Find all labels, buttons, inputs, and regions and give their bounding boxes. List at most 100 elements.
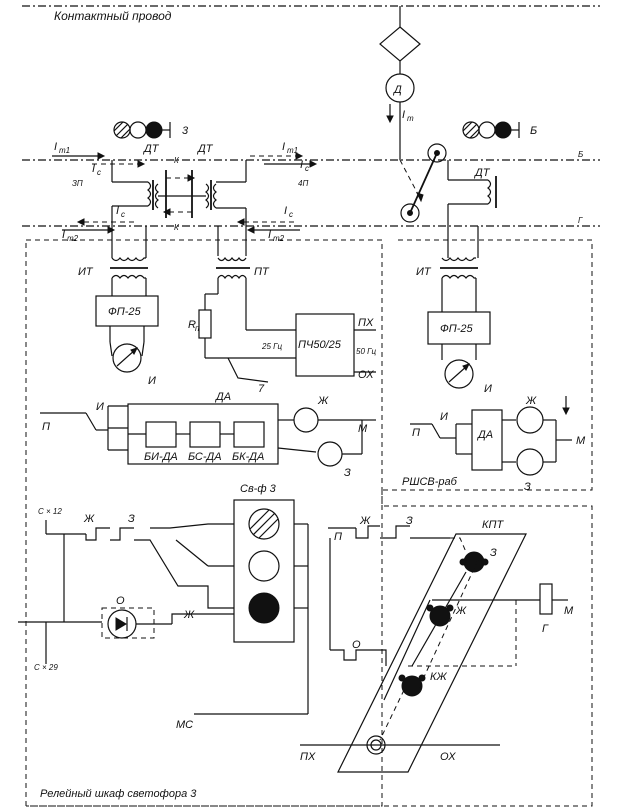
i-a-label: И <box>96 401 104 413</box>
fp25-b-label: ФП-25 <box>440 323 473 335</box>
it-motor-sub: т <box>407 114 414 123</box>
da-small-block <box>471 409 503 471</box>
signal-lamp-panel <box>233 499 295 643</box>
it-b-label: ИТ <box>416 266 432 278</box>
rshsv-label: РШСВ-раб <box>402 476 458 488</box>
zh-d-label: Ж <box>183 609 195 621</box>
relay-z <box>459 551 489 573</box>
bi-da-box <box>145 421 177 448</box>
ic-mid: I <box>300 159 303 171</box>
it1-left: I <box>54 141 57 153</box>
kpt-track-circuit-frame <box>337 533 527 773</box>
f25-label: 25 Гц <box>261 342 282 351</box>
dt2-label: ДТ <box>196 143 214 155</box>
p-a-label: П <box>42 421 50 433</box>
c12-label: С × 12 <box>38 507 62 516</box>
z-f-label: З <box>490 547 497 559</box>
rp-sub: п <box>195 324 200 333</box>
ic-low-left-sub: c <box>121 210 125 219</box>
zh-a-label: Ж <box>317 395 329 407</box>
lamp-zh-a <box>293 407 319 433</box>
zh-b-label: Ж <box>525 395 537 407</box>
lamp-black <box>248 592 280 624</box>
rail-g-label: Г <box>578 216 583 225</box>
px-bot-label: ПХ <box>300 751 316 763</box>
meter-a <box>112 343 142 373</box>
m-a-label: М <box>358 423 368 435</box>
k-top: К <box>174 156 180 165</box>
it-motor-label: I <box>402 109 405 121</box>
p-c-label: П <box>334 531 342 543</box>
resistor-rp <box>198 309 212 339</box>
it2-mid: I <box>268 229 271 241</box>
meter-b-label: И <box>484 383 492 395</box>
bk-da-box <box>233 421 265 448</box>
motor-label: Д <box>392 84 402 96</box>
dt3-label: ДТ <box>473 167 491 179</box>
rshsv-border <box>382 239 593 491</box>
i-b-label: И <box>440 411 448 423</box>
fp25-a-label: ФП-25 <box>108 306 141 318</box>
z-c-label: З <box>128 513 135 525</box>
it1-mid-sub: т1 <box>287 146 298 155</box>
wheel-arrow <box>416 192 424 203</box>
z-e-label: З <box>406 515 413 527</box>
lamp-z-a <box>317 441 343 467</box>
o-c-label: О <box>116 595 125 607</box>
it-arrowhead <box>386 115 394 124</box>
rail-b-label: Б <box>578 150 583 159</box>
zone-3p: ЗП <box>72 179 83 188</box>
pch-frequency-converter <box>295 313 355 377</box>
wheel-current-path <box>399 159 421 199</box>
dt1-label: ДТ <box>142 143 160 155</box>
it2-left-sub: т2 <box>67 234 79 243</box>
relay-cabinet-border <box>25 239 383 807</box>
ic-low-left: I <box>116 205 119 217</box>
k-bot: К <box>174 223 180 232</box>
z-a-label: З <box>344 467 351 479</box>
it-transformer-b <box>440 257 478 279</box>
signal-3-head <box>113 121 171 139</box>
signal-b-head <box>462 121 520 139</box>
it-a-label: ИТ <box>78 266 94 278</box>
it1-left-sub: т1 <box>59 146 70 155</box>
ic-mid-sub: c <box>305 164 309 173</box>
dt-choke-far-right <box>447 160 497 226</box>
lamp-z-b <box>516 448 544 476</box>
fp25-filter-b <box>427 311 491 345</box>
signal-b-label: Б <box>530 125 537 137</box>
wheel-bottom <box>400 203 420 223</box>
px-top-label: ПХ <box>358 317 374 329</box>
pt-label: ПТ <box>254 266 270 278</box>
wheelset-axle-line <box>409 152 438 214</box>
z-b-label: З <box>524 481 531 493</box>
p-b-label: П <box>412 427 420 439</box>
pantograph-diamond <box>379 26 421 62</box>
ic-left: I <box>92 163 95 175</box>
o-d-label: О <box>352 639 361 651</box>
svf3-label: Св-ф 3 <box>240 483 277 495</box>
da-small-label: ДА <box>476 429 493 441</box>
bs-da-label: БС-ДА <box>188 451 222 463</box>
bk-da-label: БК-ДА <box>232 451 264 463</box>
relay-zh <box>426 604 454 627</box>
kzh-label: КЖ <box>430 671 447 683</box>
f50-label: 50 Гц <box>356 347 376 356</box>
fp25-filter-a <box>95 295 159 327</box>
ic-left-sub: c <box>97 168 101 177</box>
zh-c-label: Ж <box>83 513 95 525</box>
pch-label: ПЧ50/25 <box>298 339 342 351</box>
da-main-label: ДА <box>214 391 231 403</box>
dt-choke-right <box>205 160 247 226</box>
lamp-o-frame <box>101 607 155 639</box>
ic-low-mid: I <box>284 205 287 217</box>
m-b-label: М <box>576 435 586 447</box>
wheel-top <box>427 143 447 163</box>
relay-cabinet-label: Релейный шкаф светофора 3 <box>40 788 197 800</box>
ox-bot-label: ОХ <box>440 751 456 763</box>
it1-mid: I <box>282 141 285 153</box>
ox-top-label: ОХ <box>358 369 374 381</box>
contact-wire-label: Контактный провод <box>54 9 172 23</box>
